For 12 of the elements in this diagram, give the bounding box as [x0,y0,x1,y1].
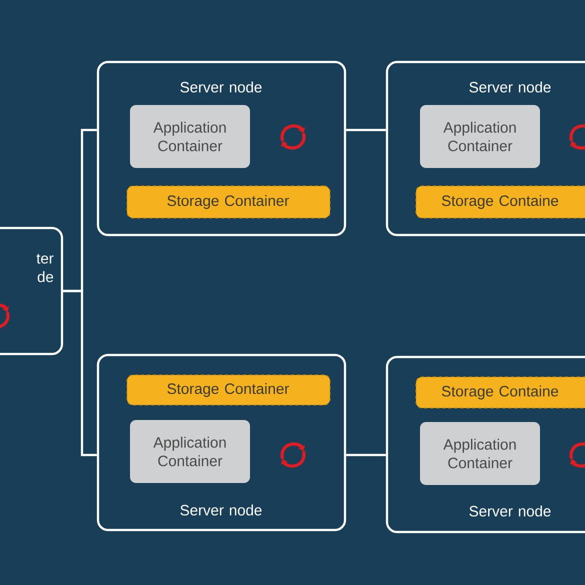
storage-container-box: Storage Container [126,186,330,218]
application-container-box: Application Container [130,105,250,168]
storage-container-box: Storage Containe [416,186,585,218]
connector-line [63,290,97,456]
storage-container-box: Storage Container [126,374,330,406]
storage-container-box: Storage Containe [416,376,585,408]
application-container-box: Application Container [420,105,540,168]
connector-line [346,454,386,456]
master-node-box: ter de [0,226,64,356]
connector-line [346,128,386,132]
application-container-box: Application Container [130,420,250,483]
application-container-box: Application Container [420,422,540,485]
